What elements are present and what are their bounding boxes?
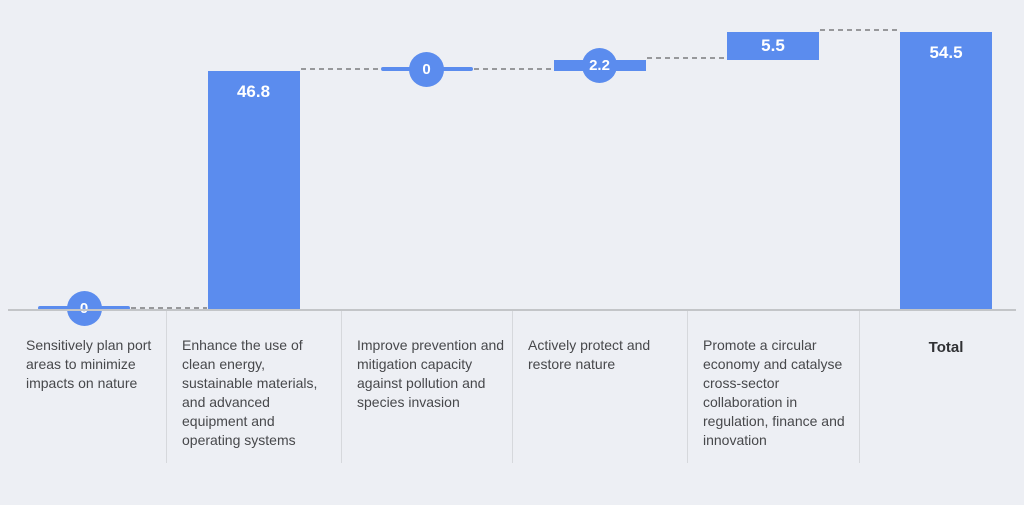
divider-line xyxy=(166,311,167,463)
category-label: Sensitively plan port areas to minimize … xyxy=(26,337,152,391)
value-bar: 46.8 xyxy=(207,71,300,310)
divider-line xyxy=(687,311,688,463)
divider-line xyxy=(512,311,513,463)
connector-dashed-line xyxy=(820,29,899,32)
connector-dashed-line xyxy=(131,307,207,309)
divider-line xyxy=(341,311,342,463)
category-label: Enhance the use of clean energy, sustain… xyxy=(182,337,318,448)
category-label: Promote a circular economy and catalyse … xyxy=(703,337,845,448)
value-bar: 5.5 xyxy=(727,32,819,61)
connector-dashed-line xyxy=(300,68,380,71)
x-axis-baseline xyxy=(8,309,1016,311)
divider-line xyxy=(859,311,860,463)
zero-value-badge: 0 xyxy=(66,290,102,326)
connector-dashed-line xyxy=(646,57,726,60)
total-bar: 54.5 xyxy=(900,32,992,310)
zero-value-badge: 0 xyxy=(409,51,444,87)
connector-dashed-line xyxy=(473,68,553,71)
total-category-label: Total xyxy=(928,339,964,356)
category-label: Improve prevention and mitigation capaci… xyxy=(357,337,505,410)
value-badge: 2.2 xyxy=(582,48,617,84)
category-label: Actively protect and restore nature xyxy=(528,337,651,372)
